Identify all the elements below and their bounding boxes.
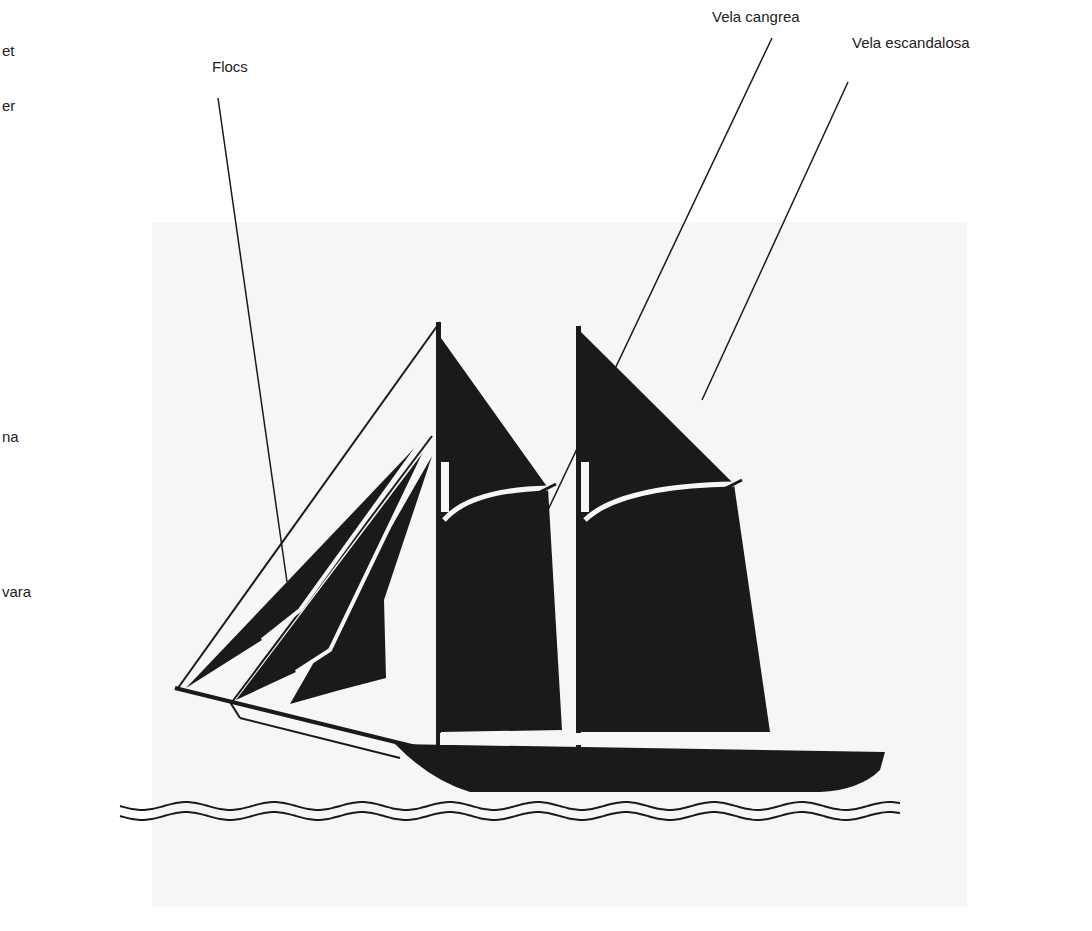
gaff-end bbox=[726, 480, 742, 488]
fore-mast bbox=[436, 322, 441, 750]
part-label: na bbox=[2, 428, 19, 446]
part-label: Vela escandalosa bbox=[852, 34, 970, 52]
leader-line bbox=[702, 82, 848, 400]
part-label: Flocs bbox=[212, 58, 248, 76]
fore-gaff bbox=[444, 488, 548, 520]
gaff-end bbox=[540, 484, 556, 492]
main-gaff-sail bbox=[581, 332, 770, 732]
main-mast-hoop bbox=[581, 462, 589, 512]
part-label: er bbox=[2, 97, 15, 115]
main-mast bbox=[576, 326, 581, 750]
hull bbox=[395, 744, 885, 792]
staysail bbox=[290, 456, 432, 704]
leader-line bbox=[510, 38, 772, 590]
wave-line bbox=[120, 802, 900, 810]
part-label: vara bbox=[2, 583, 31, 601]
jib-seam bbox=[262, 438, 424, 640]
main-gaff bbox=[585, 484, 734, 520]
scan-ground bbox=[152, 222, 967, 907]
fore-gaff-sail bbox=[441, 338, 562, 732]
jib-seam bbox=[296, 446, 428, 672]
part-label: et bbox=[2, 42, 15, 60]
leader-line bbox=[218, 98, 287, 582]
part-label: Vela cangrea bbox=[712, 8, 800, 26]
bobstay bbox=[240, 718, 400, 758]
wave-line bbox=[120, 812, 900, 820]
deck-gap bbox=[440, 733, 776, 745]
fore-mast-hoop bbox=[441, 462, 449, 512]
bowsprit bbox=[175, 688, 420, 748]
martingale bbox=[230, 702, 240, 718]
